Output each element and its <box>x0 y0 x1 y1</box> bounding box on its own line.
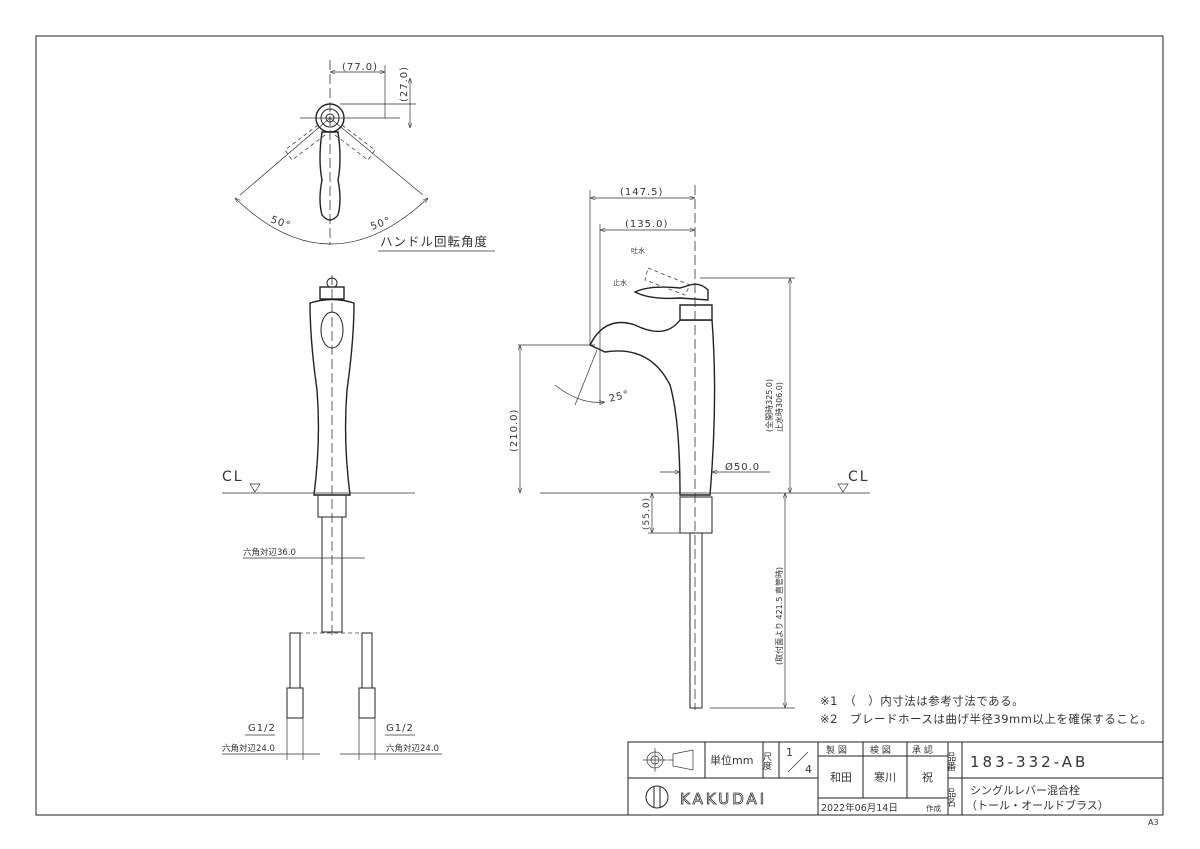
drafted-by: 和田 <box>830 771 852 784</box>
part-name-label: 品名 <box>945 788 957 808</box>
angle-left: 50° <box>269 214 292 231</box>
scale-numerator: 1 <box>786 746 793 759</box>
part-no-label: 品番 <box>945 752 957 772</box>
hex-left-label: 六角対辺24.0 <box>222 743 275 754</box>
kakudai-logo: KAKUDAI <box>645 785 767 809</box>
checked-by: 寒川 <box>874 770 896 784</box>
dim-reach-outer: (147.5) <box>620 187 663 198</box>
checked-label: 検 図 <box>870 744 891 756</box>
label-open: 吐水 <box>631 246 645 255</box>
centerline-label-right: CL <box>848 469 870 485</box>
dim-base-diameter: Ø50.0 <box>725 461 760 473</box>
title-block: 単位mm 尺度 1 4 製 図 検 図 承 認 和田 寒川 祝 2022年06月… <box>627 741 1164 816</box>
dim-reach-inner: (135.0) <box>625 219 668 230</box>
dim-spout-height: (210.0) <box>509 409 520 452</box>
dim-height-closed: 止水時306.0) <box>774 382 784 432</box>
date: 2022年06月14日 <box>821 802 898 814</box>
projection-symbol-icon <box>643 748 694 772</box>
drawing-border <box>35 35 1164 816</box>
dim-depth: (27.0) <box>399 66 410 102</box>
top-view: (77.0) (27.0) 50° 50° ハンドル回転角度 <box>235 60 495 252</box>
thread-left: G1/2 <box>248 723 276 734</box>
hex-main-label: 六角対辺36.0 <box>243 547 296 558</box>
rotation-label: ハンドル回転角度 <box>380 234 488 249</box>
centerline-label-left: CL <box>222 469 244 485</box>
dim-height-open: (全開時325.0) <box>764 379 774 432</box>
scale-denominator: 4 <box>805 763 812 776</box>
thread-right: G1/2 <box>386 723 414 734</box>
hex-right-label: 六角対辺24.0 <box>386 743 439 754</box>
drafted-label: 製 図 <box>826 744 847 756</box>
approved-label: 承 認 <box>912 744 933 756</box>
angle-right: 50° <box>369 215 392 232</box>
paper-size: A3 <box>1148 818 1159 827</box>
spout-angle: 25° <box>608 389 631 405</box>
part-name-line2: （トール・オールドブラス） <box>966 798 1109 812</box>
dim-shank: (55.0) <box>642 497 652 530</box>
scale-label: 尺度 <box>761 752 772 771</box>
note-2: ※2 ブレードホースは曲げ半径39mm以上を確保すること。 <box>820 712 1152 726</box>
approved-by: 祝 <box>922 770 933 784</box>
svg-text:KAKUDAI: KAKUDAI <box>680 790 767 808</box>
front-view: CL 六角対辺36.0 G1/2 G1/2 六角対辺24.0 六角対辺24.0 <box>222 275 442 760</box>
dim-hose: (取付面より 421.5 直管時) <box>774 567 784 665</box>
dim-width: (77.0) <box>342 62 378 73</box>
note-1: ※1 （ ）内寸法は参考寸法である。 <box>820 694 1024 708</box>
label-closed: 止水 <box>613 278 627 287</box>
part-name-line1: シングルレバー混合栓 <box>970 783 1080 797</box>
created-label: 作成 <box>926 803 941 813</box>
part-no: 183-332-AB <box>970 753 1088 771</box>
unit-label: 単位mm <box>710 753 753 767</box>
side-view: (147.5) (135.0) 吐水 止水 (210.0) 25° Ø50.0 … <box>509 185 870 710</box>
